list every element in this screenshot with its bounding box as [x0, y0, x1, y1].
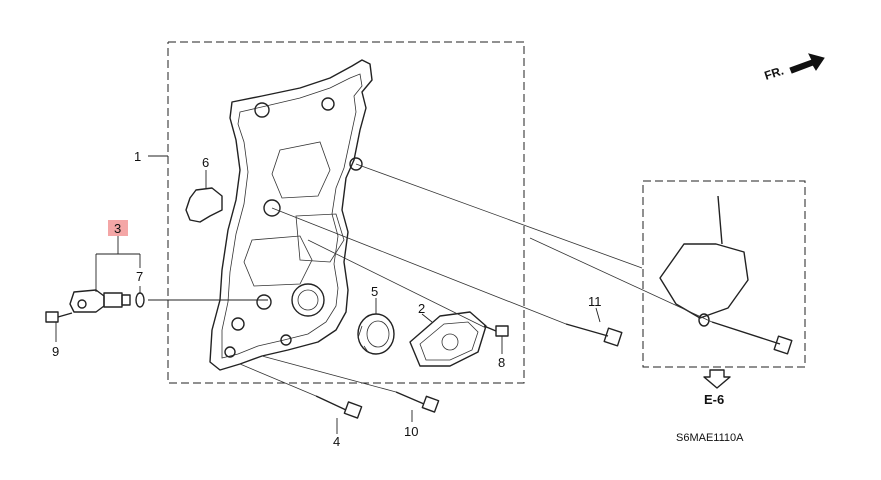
- chain-case-cover: [209, 59, 373, 371]
- o-ring: [135, 292, 145, 308]
- callout-3: 3: [114, 221, 121, 236]
- bracket: [659, 195, 793, 355]
- callout-11: 11: [588, 294, 602, 309]
- reference-indicator: E-6: [703, 369, 731, 407]
- callout-10: 10: [404, 424, 418, 439]
- sensor-assembly: [69, 289, 131, 313]
- down-arrow-icon: [703, 369, 731, 389]
- callout-4: 4: [333, 434, 340, 449]
- drawing-code: S6MAE1110A: [676, 432, 744, 444]
- callout-2: 2: [418, 301, 425, 316]
- callout-9: 9: [52, 344, 59, 359]
- bracket-detail-frame: [642, 180, 806, 368]
- bolt-small: [45, 311, 73, 323]
- oil-seal: [357, 313, 395, 355]
- callout-5: 5: [371, 284, 378, 299]
- reference-label: E-6: [704, 392, 724, 407]
- callout-6: 6: [202, 155, 209, 170]
- bolt-long-10: [395, 391, 440, 413]
- assembly-lines: [239, 163, 713, 397]
- callout-1: 1: [134, 149, 141, 164]
- cover-plate: [409, 311, 487, 367]
- callout-7: 7: [136, 269, 143, 284]
- leader-lines: [55, 155, 601, 434]
- chain-case-frame: [167, 41, 525, 384]
- front-direction-label: FR.: [763, 64, 786, 83]
- bolt-long-4: [315, 395, 363, 419]
- callout-8: 8: [498, 355, 505, 370]
- bolt-cover: [483, 325, 509, 337]
- front-direction-indicator: FR.: [763, 53, 825, 83]
- front-arrow-icon: [789, 53, 825, 74]
- gasket: [185, 187, 223, 223]
- bolt-long-11: [565, 323, 623, 347]
- callout-3-highlight: [108, 220, 128, 236]
